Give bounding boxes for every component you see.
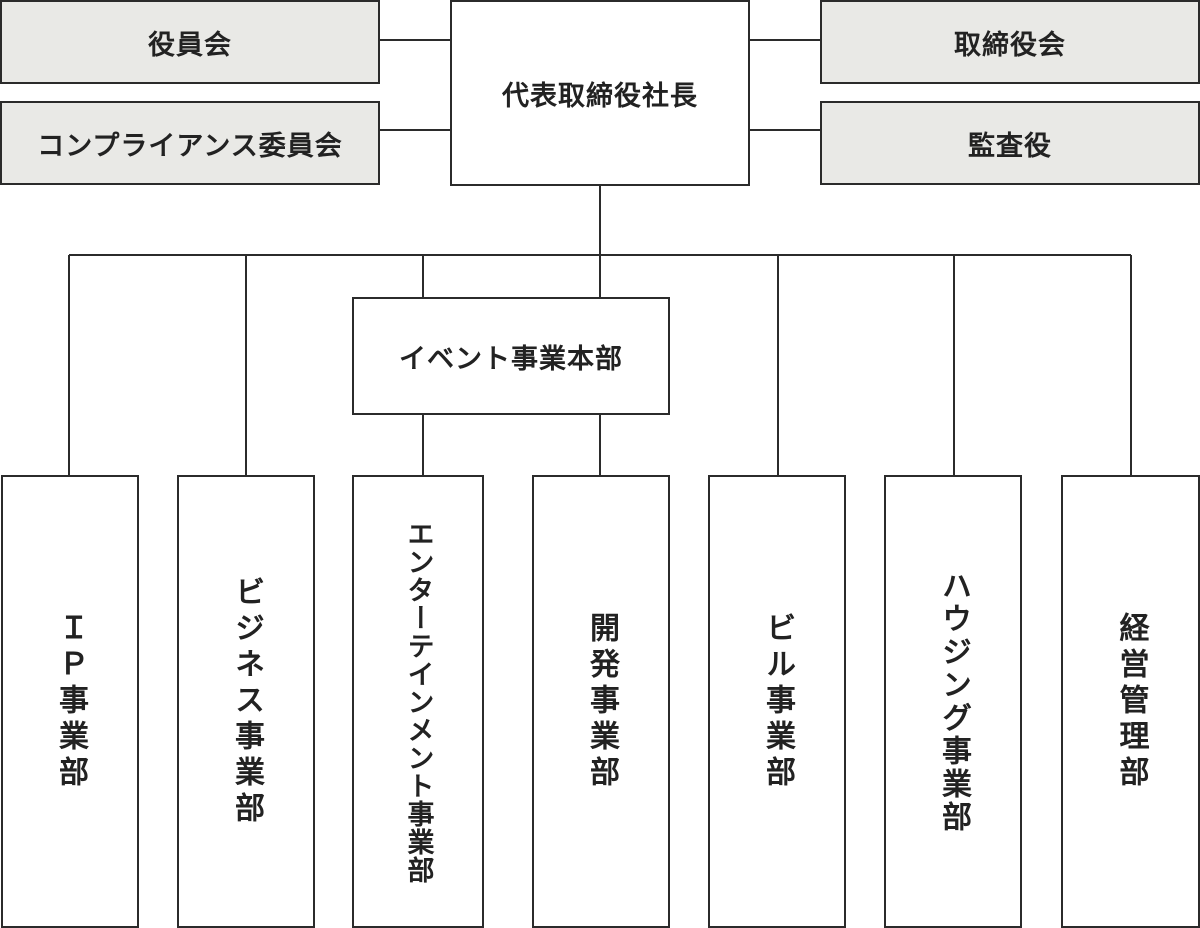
event-division-box: イベント事業本部 <box>352 297 670 415</box>
board-of-officers-label: 役員会 <box>148 29 232 61</box>
board-of-directors-label: 取締役会 <box>954 29 1066 61</box>
department-management: 経営管理部 <box>1061 475 1200 928</box>
department-entertainment: エンターテインメント事業部 <box>352 475 484 928</box>
department-ip: ＩＰ事業部 <box>1 475 139 928</box>
compliance-committee-label: コンプライアンス委員会 <box>37 130 343 162</box>
department-development-label: 開発事業部 <box>584 611 619 792</box>
department-building: ビル事業部 <box>708 475 846 928</box>
department-development: 開発事業部 <box>532 475 670 928</box>
event-division-label: イベント事業本部 <box>399 343 623 375</box>
department-business: ビジネス事業部 <box>177 475 315 928</box>
department-management-label: 経営管理部 <box>1113 611 1149 792</box>
compliance-committee-box: コンプライアンス委員会 <box>0 101 380 185</box>
board-of-officers-box: 役員会 <box>0 0 380 84</box>
department-housing-label: ハウジング事業部 <box>936 569 971 834</box>
ceo-label: 代表取締役社長 <box>502 80 698 112</box>
auditor-box: 監査役 <box>820 101 1200 185</box>
board-of-directors-box: 取締役会 <box>820 0 1200 84</box>
auditor-label: 監査役 <box>968 130 1052 162</box>
department-building-label: ビル事業部 <box>760 611 795 792</box>
ceo-box: 代表取締役社長 <box>450 0 750 186</box>
department-entertainment-label: エンターテインメント事業部 <box>402 519 434 884</box>
department-ip-label: ＩＰ事業部 <box>53 611 88 792</box>
department-business-label: ビジネス事業部 <box>229 575 264 828</box>
department-housing: ハウジング事業部 <box>884 475 1022 928</box>
